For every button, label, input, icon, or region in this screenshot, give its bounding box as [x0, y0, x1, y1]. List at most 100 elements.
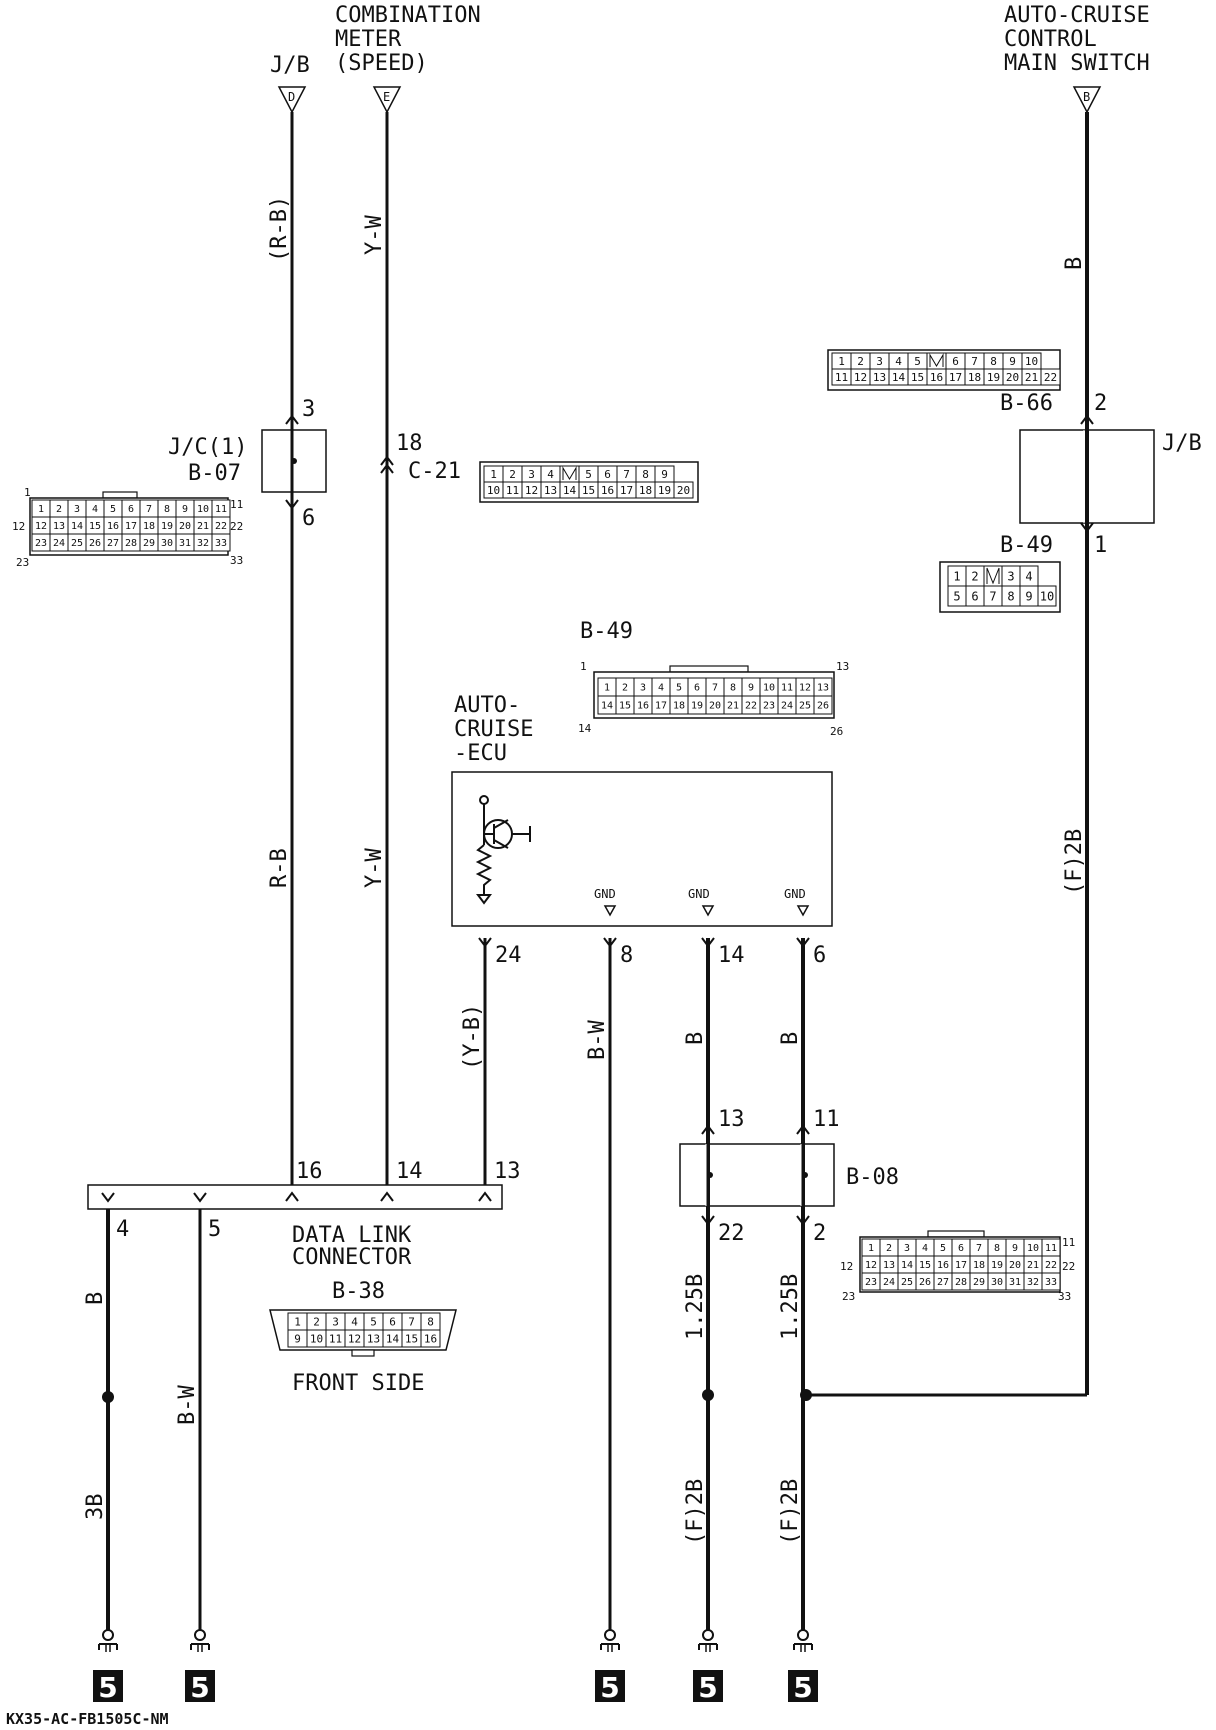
b49s-pin-7: 7 — [989, 589, 996, 603]
jc-label: J/C(1) — [168, 435, 247, 460]
b07-edge-12: 12 — [12, 520, 25, 533]
splice-dot-3b — [102, 1391, 114, 1403]
b08-pin-31: 31 — [1009, 1277, 1021, 1288]
b49s-pin-5: 5 — [953, 589, 960, 603]
b49e-pin-15: 15 — [619, 701, 631, 712]
joint-connector-b07: J/C(1) B-07 3 6 — [168, 397, 327, 531]
ground-number-box — [693, 1670, 723, 1702]
b38-pin-13: 13 — [367, 1332, 380, 1345]
wire-label-b-dlc4: B — [83, 1292, 108, 1305]
c21-pin-16: 16 — [601, 484, 614, 497]
pin-22-label: 22 — [718, 1221, 745, 1246]
b49e-pin-8: 8 — [730, 683, 736, 694]
b08-pin-32: 32 — [1027, 1277, 1039, 1288]
b07-pin-3: 3 — [74, 504, 80, 515]
b66-pin-21: 21 — [1025, 371, 1038, 384]
pin-16-label: 16 — [296, 1159, 323, 1184]
b49e-pin-19: 19 — [691, 701, 703, 712]
ground-number: 5 — [698, 1671, 717, 1704]
b49e-pin-18: 18 — [673, 701, 685, 712]
ground-number: 5 — [98, 1671, 117, 1704]
connector-b08: 13 11 B-08 22 2 — [679, 1107, 899, 1246]
transistor-symbol — [475, 795, 531, 905]
ecu-title-line-3: -ECU — [454, 741, 507, 766]
b08-edge-23: 23 — [842, 1290, 855, 1303]
b49e-pin-17: 17 — [655, 701, 667, 712]
pin-13-label: 13 — [718, 1107, 745, 1132]
b07-pin-12: 12 — [35, 521, 47, 532]
meter-label-line-1: COMBINATION — [335, 3, 481, 28]
b49e-edge-14: 14 — [578, 722, 592, 735]
jb-connector-letter: D — [288, 90, 295, 104]
b49s-pin-3: 3 — [1007, 569, 1014, 583]
b07-pin-14: 14 — [71, 521, 83, 532]
b49e-pin-11: 11 — [781, 683, 793, 694]
b38-pin-6: 6 — [389, 1315, 396, 1328]
b08-edge-33: 33 — [1058, 1290, 1071, 1303]
b07-pin-32: 32 — [197, 538, 209, 549]
b07-pin-1: 1 — [38, 504, 44, 515]
c21-pin-6: 6 — [604, 468, 611, 481]
wire-label-bw-dlc5: B-W — [175, 1385, 200, 1425]
b66-pin-20: 20 — [1006, 371, 1019, 384]
b66-pin-16: 16 — [930, 371, 943, 384]
gnd-label-6: GND — [784, 887, 806, 901]
jb-label: J/B — [270, 53, 310, 78]
meter-connector-letter: E — [383, 90, 390, 104]
b08-edge-11: 11 — [1062, 1236, 1075, 1249]
b07-pin-5: 5 — [110, 504, 116, 515]
switch-label-line-2: CONTROL — [1004, 27, 1097, 52]
b49s-pin-6: 6 — [971, 589, 978, 603]
b07-edge-23: 23 — [16, 556, 29, 569]
pin-2b-label: 2 — [813, 1221, 826, 1246]
b66-pin-9: 9 — [1009, 355, 1016, 368]
jb-right-label: J/B — [1162, 431, 1202, 456]
b49e-pin-16: 16 — [637, 701, 649, 712]
b38-pin-8: 8 — [427, 1315, 434, 1328]
b66-pin-10: 10 — [1025, 355, 1038, 368]
footer-code: KX35-AC-FB1505C-NM — [6, 1710, 169, 1728]
b08-pin-8: 8 — [994, 1243, 1000, 1254]
jc-code: B-07 — [188, 461, 241, 486]
b66-pin-22: 22 — [1044, 371, 1057, 384]
wire-label-bw-ecu: B-W — [585, 1020, 610, 1060]
b07-edge-1: 1 — [24, 486, 31, 499]
pin-14b-label: 14 — [396, 1159, 423, 1184]
b08-pin-22: 22 — [1045, 1260, 1057, 1271]
c21-pin-18: 18 — [639, 484, 652, 497]
b38-pin-15: 15 — [405, 1332, 418, 1345]
b08-pin-6: 6 — [958, 1243, 964, 1254]
b07-pin-20: 20 — [179, 521, 191, 532]
b07-pin-30: 30 — [161, 538, 173, 549]
b49-ecu-code: B-49 — [580, 619, 633, 644]
b08-pin-7: 7 — [976, 1243, 982, 1254]
b08-pin-1: 1 — [868, 1243, 874, 1254]
b08-pin-28: 28 — [955, 1277, 967, 1288]
b07-edge-33: 33 — [230, 554, 243, 567]
pin-13b-label: 13 — [494, 1159, 521, 1184]
b49e-pin-20: 20 — [709, 701, 721, 712]
c21-pin-20: 20 — [677, 484, 690, 497]
b08-pin-30: 30 — [991, 1277, 1003, 1288]
meter-label-line-2: METER — [335, 27, 402, 52]
b08-pin-23: 23 — [865, 1277, 877, 1288]
combination-meter-source: COMBINATION METER (SPEED) E — [335, 3, 481, 114]
b66-pin-13: 13 — [873, 371, 886, 384]
b07-pin-18: 18 — [143, 521, 155, 532]
b07-pin-29: 29 — [143, 538, 155, 549]
pin-5-label: 5 — [208, 1217, 221, 1242]
b07-edge-11: 11 — [230, 498, 243, 511]
dlc-title-line-1: DATA LINK — [292, 1223, 412, 1248]
c21-pin-14: 14 — [563, 484, 577, 497]
b49e-pin-12: 12 — [799, 683, 811, 694]
b08-pin-29: 29 — [973, 1277, 985, 1288]
b49s-pin-4: 4 — [1025, 569, 1032, 583]
b38-pin-11: 11 — [329, 1332, 342, 1345]
b49-small-code: B-49 — [1000, 533, 1053, 558]
ground-4: 5 — [693, 1629, 723, 1704]
wire-label-f2b-right: (F)2B — [1062, 829, 1087, 895]
